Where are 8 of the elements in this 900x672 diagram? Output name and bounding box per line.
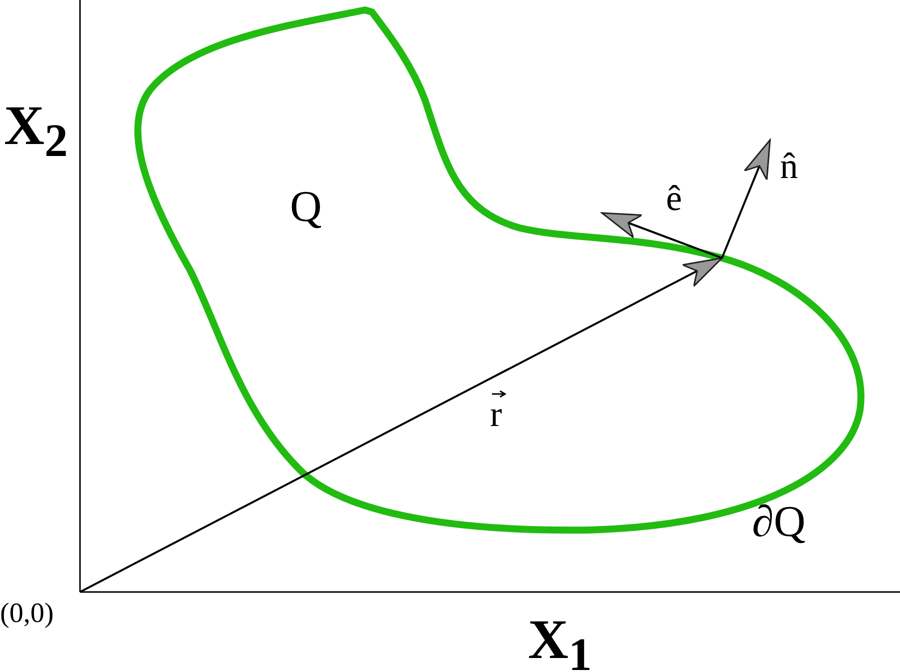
vector-label: ê	[666, 180, 682, 216]
vector-label: r	[490, 396, 502, 432]
origin-label: (0,0)	[0, 600, 54, 628]
boundary-label: ∂Q	[752, 500, 806, 544]
region-label: Q	[290, 185, 322, 229]
axis-label: X$_{1}$	[528, 612, 592, 672]
vector-label: n̂	[780, 148, 798, 184]
axis-label: X$_{2}$	[4, 98, 68, 165]
